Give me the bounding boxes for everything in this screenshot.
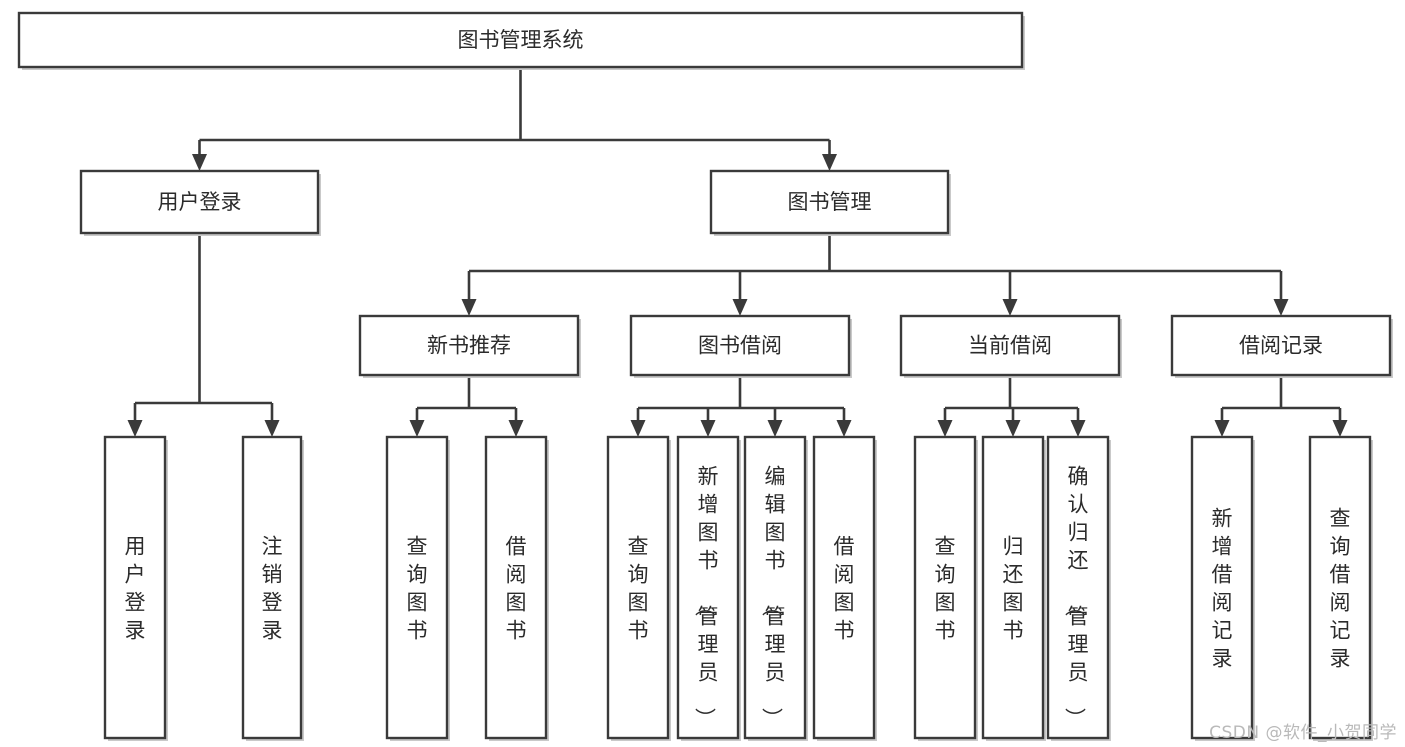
node-box-current-borrow[interactable] — [899, 314, 1121, 377]
node-box-current-confirm-return-admin[interactable] — [1046, 435, 1110, 740]
node-box-record-query-borrow-record[interactable] — [1308, 435, 1372, 740]
node-label-borrow-add-book-admin: 新增图书（管理员） — [693, 465, 719, 729]
node-label-root: 图书管理系统 — [458, 28, 584, 52]
node-label-borrow-borrow-book: 借阅图书 — [834, 535, 855, 643]
node-box-borrow-record[interactable] — [1170, 314, 1392, 377]
node-label-borrow-record: 借阅记录 — [1239, 334, 1323, 358]
node-box-record-add-borrow-record[interactable] — [1190, 435, 1254, 740]
node-box-borrow-query-book[interactable] — [606, 435, 670, 740]
node-label-user-login: 用户登录 — [158, 190, 242, 214]
node-box-recommend-borrow-book[interactable] — [484, 435, 548, 740]
node-label-new-book-recommend: 新书推荐 — [427, 334, 511, 358]
node-label-borrow-edit-book-admin: 编辑图书（管理员） — [760, 465, 786, 729]
node-label-current-borrow: 当前借阅 — [968, 334, 1052, 358]
node-label-current-confirm-return-admin: 确认归还（管理员） — [1063, 465, 1089, 729]
node-box-user-login-action[interactable] — [103, 435, 167, 740]
node-label-user-login-action: 用户登录 — [125, 535, 146, 643]
node-label-book-management: 图书管理 — [788, 190, 872, 214]
node-label-user-logout-action: 注销登录 — [262, 535, 283, 643]
node-box-borrow-add-book-admin[interactable] — [676, 435, 740, 740]
node-label-recommend-query-book: 查询图书 — [407, 535, 428, 643]
node-label-current-return-book: 归还图书 — [1003, 535, 1024, 643]
node-box-recommend-query-book[interactable] — [385, 435, 449, 740]
node-label-book-borrow: 图书借阅 — [698, 334, 782, 358]
node-box-book-management[interactable] — [709, 169, 950, 235]
node-box-root[interactable] — [17, 11, 1024, 69]
node-box-borrow-edit-book-admin[interactable] — [743, 435, 807, 740]
node-label-record-query-borrow-record: 查询借阅记录 — [1330, 507, 1351, 671]
node-box-current-query-book[interactable] — [913, 435, 977, 740]
node-label-record-add-borrow-record: 新增借阅记录 — [1212, 507, 1233, 671]
node-label-borrow-query-book: 查询图书 — [628, 535, 649, 643]
node-box-borrow-borrow-book[interactable] — [812, 435, 876, 740]
watermark-text: CSDN @软件_小贺同学 — [1209, 723, 1397, 743]
node-box-user-logout-action[interactable] — [241, 435, 303, 740]
node-box-new-book-recommend[interactable] — [358, 314, 580, 377]
node-label-current-query-book: 查询图书 — [935, 535, 956, 643]
node-label-recommend-borrow-book: 借阅图书 — [506, 535, 527, 643]
node-box-user-login[interactable] — [79, 169, 320, 235]
node-box-current-return-book[interactable] — [981, 435, 1045, 740]
node-box-book-borrow[interactable] — [629, 314, 851, 377]
